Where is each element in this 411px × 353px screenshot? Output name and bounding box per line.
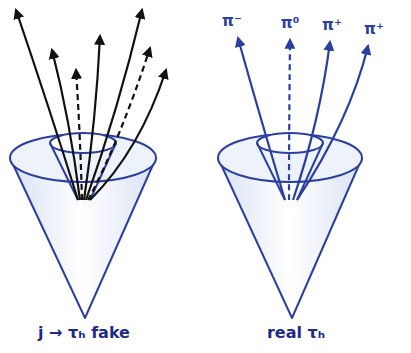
fake-jet-cone <box>10 133 156 318</box>
tau-decay-arrows <box>238 38 368 200</box>
particle-label: π⁻ <box>222 12 242 30</box>
particle-label: π⁰ <box>281 14 299 32</box>
particle-label: π⁺ <box>322 16 342 34</box>
jet-particle-arrows <box>16 10 166 200</box>
cone-caption: j → τₕ fake <box>38 323 130 342</box>
real-tau-cone <box>218 133 362 318</box>
particle-label: π⁺ <box>364 20 384 38</box>
cone-caption: real τₕ <box>267 323 325 342</box>
